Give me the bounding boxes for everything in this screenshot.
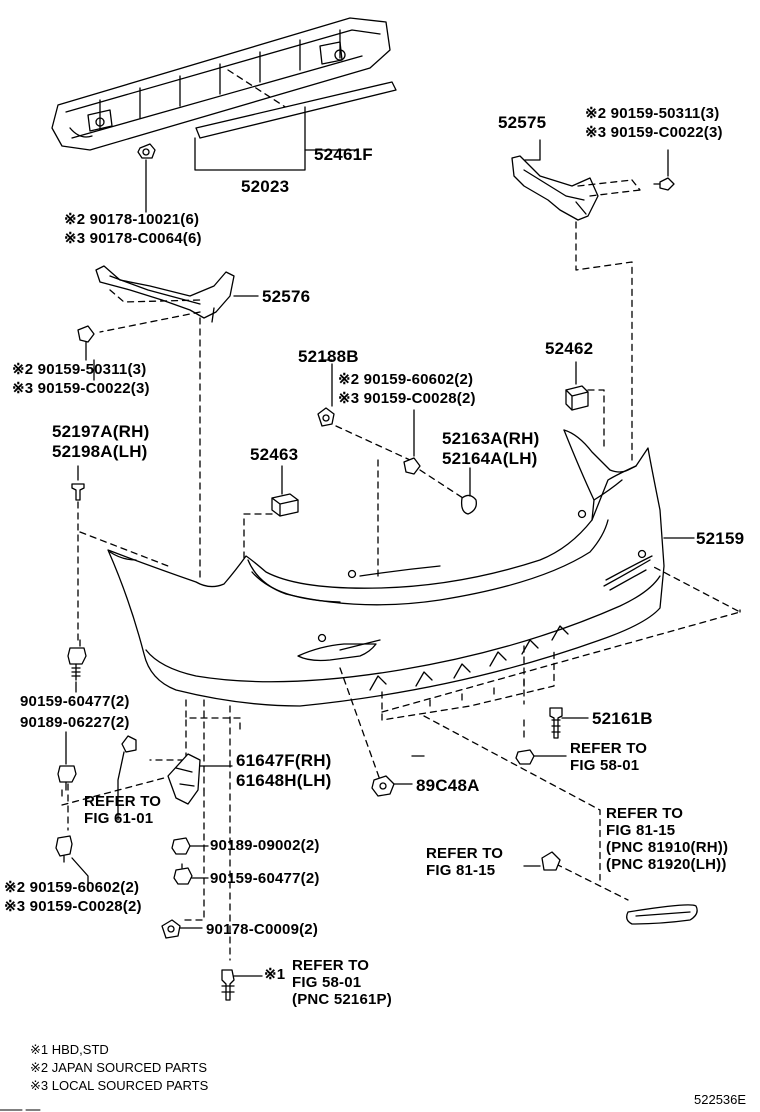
screw-90159-60602-a — [403, 409, 467, 501]
label-screw5: 90189-06227(2) — [20, 714, 130, 731]
label-ref81a-d: (PNC 81920(LH)) — [606, 856, 727, 873]
label-ref81b-a: REFER TO — [426, 845, 504, 862]
label-52163A: 52163A(RH) — [442, 429, 540, 448]
pad-52462 — [565, 361, 605, 449]
note-1: ※1 HBD,STD — [30, 1042, 109, 1057]
label-52461F: 52461F — [314, 145, 373, 164]
clip-52188B — [317, 363, 411, 581]
label-ref58-a: REFER TO — [570, 740, 648, 757]
screw-90159-60602-b — [55, 835, 89, 885]
bolt-52161P — [221, 969, 263, 1001]
label-nut-b: ※3 90178-C0064(6) — [64, 230, 202, 247]
label-ref58b-a: REFER TO — [292, 957, 370, 974]
label-screw6: 90189-09002(2) — [210, 837, 320, 854]
label-screw1-a: ※2 90159-50311(3) — [585, 105, 720, 122]
label-52161B: 52161B — [592, 709, 653, 728]
cap-52163A — [460, 467, 477, 515]
nut-90178-10021 — [137, 143, 156, 213]
label-ref58b-mark: ※1 — [264, 966, 286, 983]
leader-52023 — [194, 137, 306, 171]
nut-90189-09002 — [171, 837, 209, 855]
screw-90159-50311-a — [653, 149, 675, 191]
screw-90159-60477-b — [173, 863, 209, 885]
diagram-code: 522536E — [694, 1092, 747, 1107]
label-ref58-b: FIG 58-01 — [570, 757, 640, 774]
note-2: ※2 JAPAN SOURCED PARTS — [30, 1060, 208, 1075]
label-52198A: 52198A(LH) — [52, 442, 148, 461]
leader-reflector-dash — [423, 715, 601, 881]
leader-bracket-dash — [61, 777, 165, 806]
bolt-52161B — [549, 707, 589, 739]
pad-52463 — [209, 465, 299, 611]
label-screw2-a: ※2 90159-50311(3) — [12, 361, 147, 378]
label-screw2-b: ※3 90159-C0022(3) — [12, 380, 150, 397]
label-61648H: 61648H(LH) — [236, 771, 332, 790]
label-screw8-b: ※3 90159-C0028(2) — [4, 898, 142, 915]
label-52576: 52576 — [262, 287, 311, 306]
label-52188B: 52188B — [298, 347, 359, 366]
clip-refer-61 — [117, 735, 137, 821]
label-screw7: 90159-60477(2) — [210, 870, 320, 887]
label-screw8-a: ※2 90159-60602(2) — [4, 879, 140, 896]
label-52197A: 52197A(RH) — [52, 422, 150, 441]
label-ref61-a: REFER TO — [84, 793, 162, 810]
bumper-cover — [107, 429, 695, 707]
reflector — [626, 904, 698, 925]
label-ref81a-c: (PNC 81910(RH)) — [606, 839, 729, 856]
label-89C48A: 89C48A — [416, 776, 480, 795]
label-61647F: 61647F(RH) — [236, 751, 332, 770]
label-52463: 52463 — [250, 445, 299, 464]
label-ref81a-a: REFER TO — [606, 805, 684, 822]
label-nut-a: ※2 90178-10021(6) — [64, 211, 200, 228]
label-ref61-b: FIG 61-01 — [84, 810, 154, 827]
bracket-52576 — [95, 265, 259, 579]
label-screw3-b: ※3 90159-C0028(2) — [338, 390, 476, 407]
screw-90159-50311-b — [77, 325, 95, 361]
sensor-89C48A — [371, 775, 413, 797]
bumper-reinforcement — [51, 17, 391, 151]
label-52462: 52462 — [545, 339, 594, 358]
leader-reflector-dash-2 — [555, 863, 629, 901]
label-ref81b-b: FIG 81-15 — [426, 862, 496, 879]
leader-bracket-dash2 — [67, 783, 205, 921]
label-screw4: 90159-60477(2) — [20, 693, 130, 710]
label-52164A: 52164A(LH) — [442, 449, 538, 468]
nut-90178-C0009 — [161, 919, 203, 939]
label-screw1-b: ※3 90159-C0022(3) — [585, 124, 723, 141]
label-ref58b-b: FIG 58-01 — [292, 974, 362, 991]
nut-reflector — [523, 851, 561, 871]
label-52159: 52159 — [696, 529, 745, 548]
bracket-61647F — [167, 753, 233, 805]
leader-89C48A-dash — [339, 667, 381, 781]
retainer-52197A — [71, 465, 169, 641]
label-ref58b-c: (PNC 52161P) — [292, 991, 392, 1008]
mounting-plane-2 — [149, 699, 241, 961]
label-ref81a-b: FIG 81-15 — [606, 822, 676, 839]
label-52023: 52023 — [241, 177, 290, 196]
screw-90189-06227 — [57, 731, 77, 791]
note-3: ※3 LOCAL SOURCED PARTS — [30, 1078, 209, 1093]
label-screw9: 90178-C0009(2) — [206, 921, 319, 938]
screw-90159-60477-a — [67, 639, 87, 693]
label-screw3-a: ※2 90159-60602(2) — [338, 371, 474, 388]
bracket-52575 — [511, 139, 641, 461]
screw-refer-58 — [515, 749, 567, 765]
label-52575: 52575 — [498, 113, 547, 132]
